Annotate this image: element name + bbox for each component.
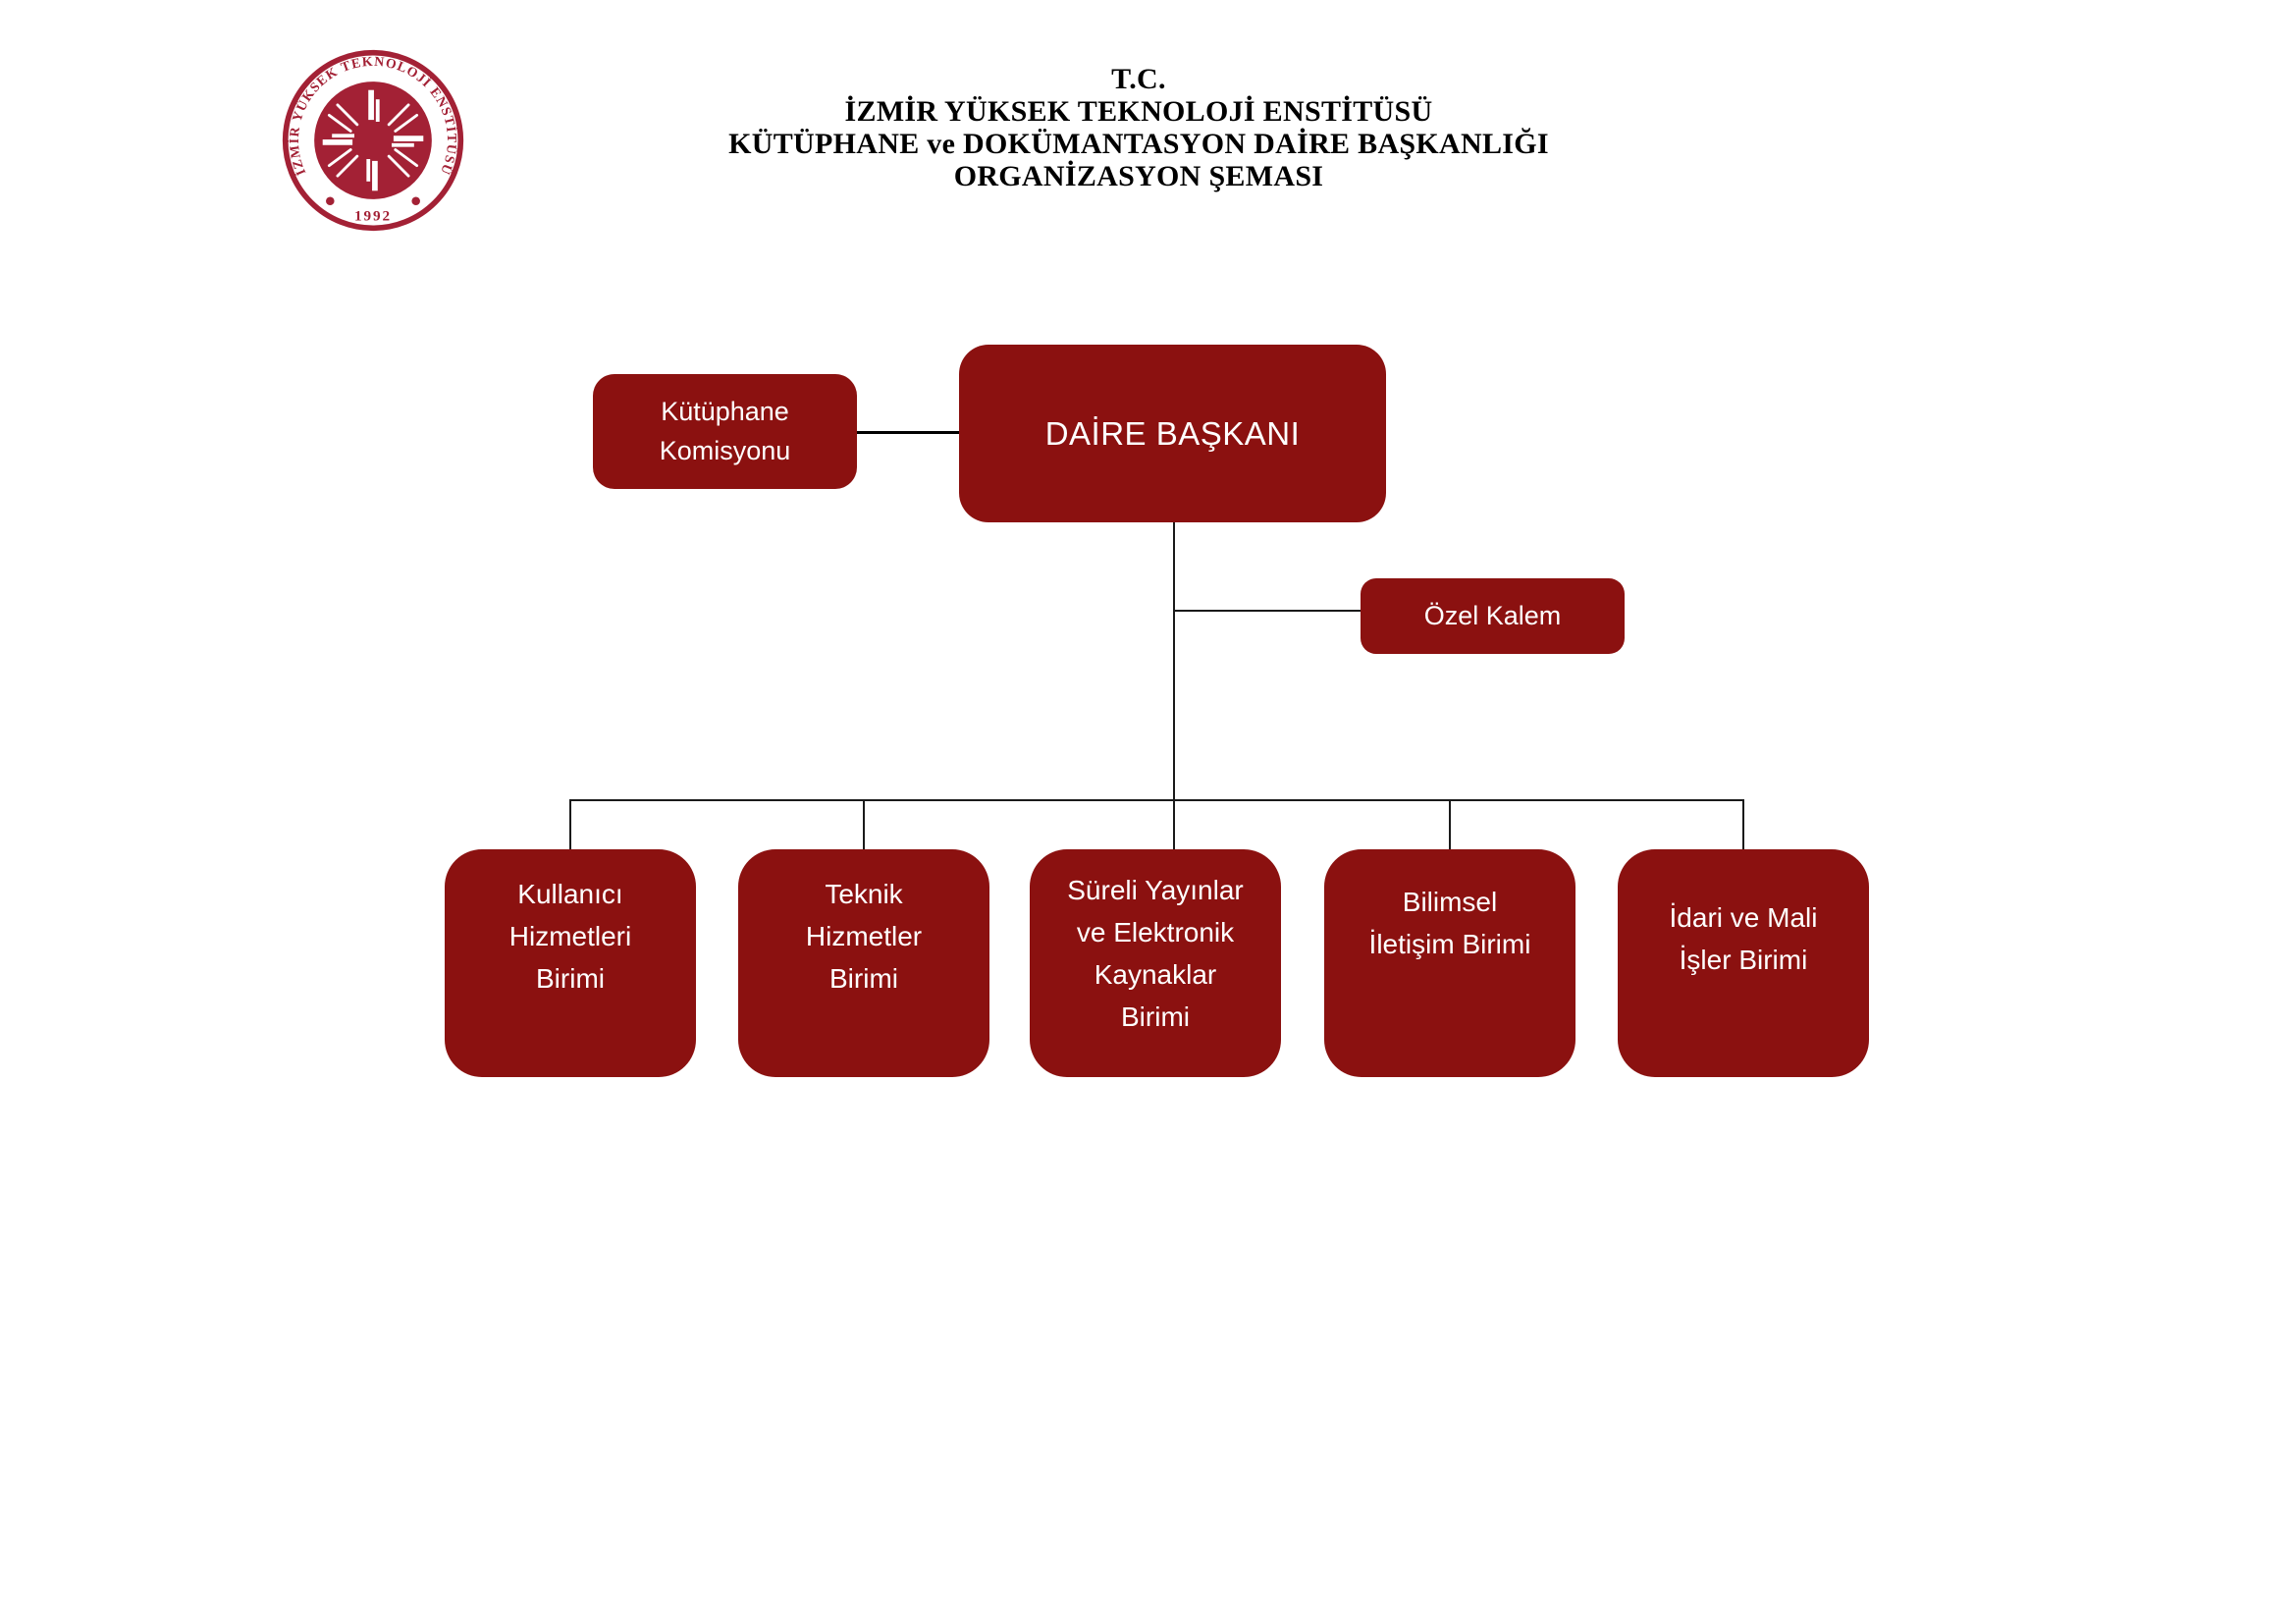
node-label: Özel Kalem (1423, 601, 1562, 630)
seal-year: 1992 (354, 208, 392, 225)
node-label-line: Birimi (829, 963, 898, 994)
node-kullanici-hizmetleri-birimi: Kullanıcı Hizmetleri Birimi (445, 849, 696, 1077)
page-title: T.C. İZMİR YÜKSEK TEKNOLOJİ ENSTİTÜSÜ KÜ… (550, 63, 1728, 192)
node-kutuphane-komisyonu: Kütüphane Komisyonu (593, 374, 857, 489)
node-daire-baskani: DAİRE BAŞKANI (959, 345, 1386, 522)
title-line-chart: ORGANİZASYON ŞEMASI (953, 160, 1324, 192)
connector-drop-unit-5 (1742, 799, 1744, 859)
connector-units-horizontal (569, 799, 1744, 801)
seal-rays (327, 103, 419, 178)
node-sureli-yayinlar-birimi: Süreli Yayınlar ve Elektronik Kaynaklar … (1030, 849, 1281, 1077)
node-label-line: Kullanıcı (517, 879, 623, 909)
node-label-line: Birimi (536, 963, 605, 994)
title-line-institute: İZMİR YÜKSEK TEKNOLOJİ ENSTİTÜSÜ (844, 95, 1433, 128)
iyte-seal-logo: İZMİR YÜKSEK TEKNOLOJİ ENSTİTÜSÜ 1992 (282, 49, 464, 232)
node-label-line: Komisyonu (659, 436, 791, 465)
connector-director-vertical (1173, 520, 1175, 859)
node-label-line: Teknik (825, 879, 903, 909)
node-label: DAİRE BAŞKANI (1044, 414, 1301, 452)
seal-starburst-icon (322, 89, 424, 191)
connector-drop-unit-1 (569, 799, 571, 859)
node-label-line: ve Elektronik (1076, 917, 1235, 947)
node-label-line: Kaynaklar (1094, 959, 1217, 990)
node-teknik-hizmetler-birimi: Teknik Hizmetler Birimi (738, 849, 989, 1077)
connector-drop-unit-2 (863, 799, 865, 859)
node-label-line: Hizmetler (805, 921, 923, 951)
node-label-line: İşler Birimi (1679, 945, 1808, 975)
node-label-line: İletişim Birimi (1368, 929, 1531, 959)
node-idari-mali-isler-birimi: İdari ve Mali İşler Birimi (1618, 849, 1869, 1077)
title-line-tc: T.C. (1111, 63, 1166, 95)
connector-commission-director (857, 431, 959, 434)
node-label-line: İdari ve Mali (1669, 902, 1818, 933)
node-label-line: Süreli Yayınlar (1067, 875, 1244, 905)
seal-dot-right (411, 196, 420, 206)
node-label-line: Bilimsel (1402, 887, 1498, 917)
node-label-line: Birimi (1121, 1001, 1190, 1032)
connector-ozel-kalem-branch (1174, 610, 1361, 612)
seal-dot-left (326, 196, 335, 206)
node-label-line: Hizmetleri (508, 921, 632, 951)
connector-drop-unit-4 (1449, 799, 1451, 859)
title-line-department: KÜTÜPHANE ve DOKÜMANTASYON DAİRE BAŞKANL… (728, 128, 1549, 160)
node-ozel-kalem: Özel Kalem (1361, 578, 1625, 654)
node-bilimsel-iletisim-birimi: Bilimsel İletişim Birimi (1324, 849, 1575, 1077)
node-label-line: Kütüphane (661, 397, 789, 426)
